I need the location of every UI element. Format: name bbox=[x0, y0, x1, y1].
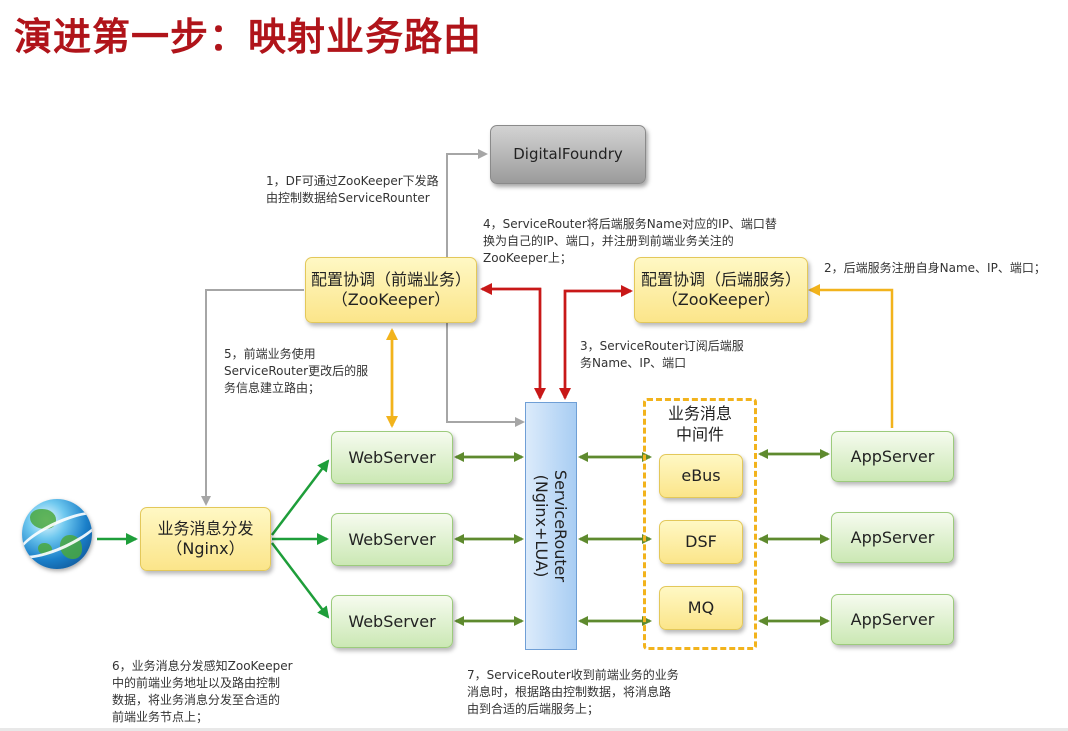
middleware-container bbox=[643, 398, 757, 650]
page-title: 演进第一步：映射业务路由 bbox=[14, 15, 483, 59]
service-router-label: ServiceRouter (Nginx+LUA) bbox=[532, 469, 571, 583]
note-step-4: 4，ServiceRouter将后端服务Name对应的IP、端口替 换为自己的I… bbox=[483, 217, 777, 265]
arrow-zk-to-df bbox=[446, 149, 488, 258]
service-router-node: ServiceRouter (Nginx+LUA) bbox=[525, 402, 577, 650]
arrow-zk-front-to-router bbox=[482, 287, 546, 400]
digital-foundry-node: DigitalFoundry bbox=[490, 125, 646, 184]
note-step-1: 1，DF可通过ZooKeeper下发路 由控制数据给ServiceRounter bbox=[266, 174, 439, 205]
middleware-item-mq: MQ bbox=[659, 586, 743, 630]
middleware-title: 业务消息 中间件 bbox=[667, 404, 732, 444]
arrow-router-to-zk-front bbox=[480, 283, 542, 398]
webserver-node: WebServer bbox=[331, 513, 453, 566]
webserver-router-links bbox=[454, 452, 524, 626]
arrow-zk-to-dispatcher bbox=[201, 289, 304, 506]
middleware-item-dsf: DSF bbox=[659, 520, 743, 564]
note-step-6: 6，业务消息分发感知ZooKeeper 中的前端业务地址以及路由控制 数据，将业… bbox=[112, 659, 293, 724]
note-step-5: 5，前端业务使用 ServiceRouter更改后的服 务信息建立路由； bbox=[224, 347, 369, 395]
appserver-node: AppServer bbox=[831, 431, 954, 482]
arrow-dispatcher-to-webserver-3 bbox=[271, 542, 330, 619]
config-backend-zookeeper-node: 配置协调（后端服务） （ZooKeeper） bbox=[634, 257, 808, 323]
arrow-zk-back-to-router bbox=[559, 289, 631, 400]
note-step-2: 2，后端服务注册自身Name、IP、端口； bbox=[824, 261, 1046, 275]
router-middleware-links bbox=[578, 452, 652, 626]
arrow-appserver-to-zk-back bbox=[808, 284, 894, 428]
note-step-7: 7，ServiceRouter收到前端业务的业务 消息时，根据路由控制数据，将消… bbox=[467, 668, 679, 716]
dispatcher-nginx-node: 业务消息分发 （Nginx） bbox=[140, 507, 271, 571]
middleware-item-ebus: eBus bbox=[659, 454, 743, 498]
webserver-node: WebServer bbox=[331, 595, 453, 648]
arrow-zk-to-router bbox=[446, 322, 525, 427]
footer-divider bbox=[0, 728, 1068, 731]
appserver-node: AppServer bbox=[831, 594, 954, 645]
note-step-3: 3，ServiceRouter订阅后端服 务Name、IP、端口 bbox=[580, 339, 744, 370]
appserver-node: AppServer bbox=[831, 512, 954, 563]
arrow-dispatcher-to-webserver-1 bbox=[271, 459, 330, 536]
config-frontend-zookeeper-node: 配置协调（前端业务） （ZooKeeper） bbox=[305, 257, 477, 323]
middleware-appserver-links bbox=[758, 449, 830, 626]
globe-icon bbox=[22, 499, 92, 569]
webserver-node: WebServer bbox=[331, 431, 453, 484]
